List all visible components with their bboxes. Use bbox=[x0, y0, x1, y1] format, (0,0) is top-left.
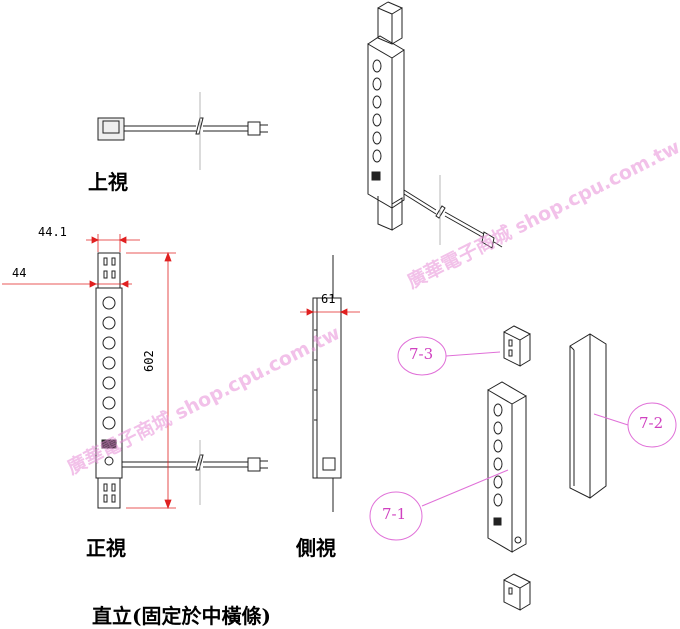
caption: 直立(固定於中橫條) bbox=[92, 604, 271, 628]
dimension-width-inner: 44 bbox=[12, 266, 27, 280]
part-7-2-cover bbox=[569, 333, 607, 499]
part-7-1-body bbox=[487, 381, 527, 553]
iso-outlets bbox=[372, 59, 382, 163]
side-view-label: 側視 bbox=[296, 536, 336, 560]
part-7-3-bracket-top bbox=[503, 325, 531, 367]
callout-7-2: 7-2 bbox=[639, 414, 664, 432]
top-view-label: 上視 bbox=[88, 170, 128, 194]
front-dimensions bbox=[2, 234, 176, 510]
front-view-label: 正視 bbox=[86, 536, 126, 560]
front-view bbox=[95, 252, 268, 509]
dimension-width-outer: 44.1 bbox=[38, 225, 67, 239]
top-view bbox=[97, 92, 268, 170]
front-outlets bbox=[102, 296, 116, 430]
callout-7-1: 7-1 bbox=[382, 505, 407, 523]
part-7-1-outlets bbox=[493, 403, 503, 507]
callout-7-3: 7-3 bbox=[409, 345, 434, 363]
part-7-3-bracket-bottom bbox=[503, 573, 531, 611]
callout-bubbles bbox=[369, 336, 677, 541]
side-dimensions bbox=[300, 308, 360, 316]
iso-assembled bbox=[367, 1, 503, 249]
side-view bbox=[312, 255, 342, 512]
dimension-depth: 61 bbox=[321, 292, 336, 306]
dimension-height: 602 bbox=[142, 350, 156, 372]
